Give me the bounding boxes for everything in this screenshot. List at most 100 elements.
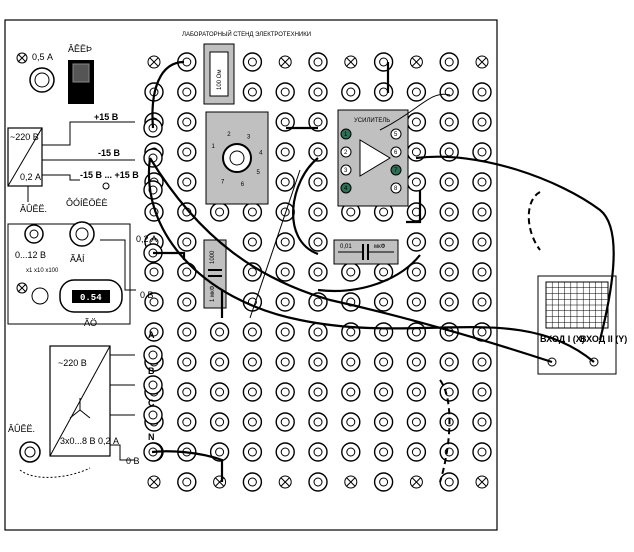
fuse[interactable] bbox=[16, 52, 28, 64]
ammeter-terminal[interactable] bbox=[16, 282, 28, 294]
socket-ground[interactable] bbox=[213, 475, 227, 489]
socket[interactable] bbox=[144, 292, 164, 312]
socket[interactable] bbox=[275, 112, 295, 132]
socket[interactable] bbox=[308, 382, 328, 402]
socket[interactable] bbox=[472, 382, 492, 402]
socket[interactable] bbox=[439, 52, 459, 72]
socket-ground[interactable] bbox=[344, 55, 358, 69]
socket[interactable] bbox=[308, 442, 328, 462]
psu-output-socket[interactable] bbox=[143, 345, 163, 365]
socket[interactable] bbox=[439, 202, 459, 222]
socket[interactable] bbox=[308, 202, 328, 222]
socket[interactable] bbox=[472, 142, 492, 162]
socket[interactable] bbox=[275, 382, 295, 402]
socket[interactable] bbox=[439, 82, 459, 102]
socket[interactable] bbox=[308, 52, 328, 72]
socket-ground[interactable] bbox=[409, 55, 423, 69]
socket[interactable] bbox=[439, 472, 459, 492]
socket[interactable] bbox=[209, 442, 230, 462]
psu-output-socket[interactable] bbox=[143, 180, 163, 200]
socket[interactable] bbox=[242, 202, 263, 222]
socket[interactable] bbox=[308, 472, 328, 492]
opamp-pin[interactable]: 2 bbox=[340, 146, 352, 158]
socket[interactable] bbox=[341, 82, 361, 102]
socket[interactable] bbox=[439, 232, 459, 252]
socket[interactable] bbox=[242, 352, 263, 372]
socket[interactable] bbox=[373, 262, 394, 282]
socket-ground[interactable] bbox=[278, 475, 292, 489]
socket[interactable] bbox=[275, 232, 295, 252]
capacitor-vertical[interactable] bbox=[203, 239, 227, 309]
socket[interactable] bbox=[242, 82, 263, 102]
socket[interactable] bbox=[373, 52, 394, 72]
socket[interactable] bbox=[275, 442, 295, 462]
socket[interactable] bbox=[439, 442, 459, 462]
socket[interactable] bbox=[406, 262, 427, 282]
socket[interactable] bbox=[341, 442, 361, 462]
socket[interactable] bbox=[275, 172, 295, 192]
socket[interactable] bbox=[373, 352, 394, 372]
socket[interactable] bbox=[275, 202, 295, 222]
socket[interactable] bbox=[406, 442, 427, 462]
socket[interactable] bbox=[406, 352, 427, 372]
socket[interactable] bbox=[177, 472, 197, 492]
socket[interactable] bbox=[406, 202, 427, 222]
adj-knob[interactable] bbox=[102, 182, 110, 190]
socket[interactable] bbox=[406, 322, 427, 342]
socket[interactable] bbox=[275, 412, 295, 432]
socket[interactable] bbox=[275, 292, 295, 312]
socket[interactable] bbox=[308, 412, 328, 432]
socket[interactable] bbox=[373, 472, 394, 492]
socket[interactable] bbox=[373, 292, 394, 312]
socket[interactable] bbox=[406, 112, 427, 132]
socket[interactable] bbox=[308, 112, 328, 132]
socket[interactable] bbox=[275, 142, 295, 162]
socket[interactable] bbox=[275, 82, 295, 102]
opamp-pin[interactable]: 3 bbox=[340, 164, 352, 176]
socket[interactable] bbox=[177, 322, 197, 342]
socket[interactable] bbox=[177, 382, 197, 402]
opamp-pin[interactable]: 8 bbox=[390, 182, 402, 194]
socket[interactable] bbox=[439, 172, 459, 192]
socket[interactable] bbox=[275, 262, 295, 282]
socket[interactable] bbox=[242, 382, 263, 402]
adj-voltage-knob[interactable] bbox=[24, 224, 44, 244]
psu-output-socket[interactable] bbox=[143, 405, 163, 425]
socket[interactable] bbox=[439, 262, 459, 282]
socket-ground[interactable] bbox=[147, 475, 161, 489]
socket[interactable] bbox=[242, 322, 263, 342]
mode-knob[interactable] bbox=[31, 287, 49, 305]
socket[interactable] bbox=[341, 412, 361, 432]
socket[interactable] bbox=[373, 412, 394, 432]
socket[interactable] bbox=[341, 292, 361, 312]
socket[interactable] bbox=[472, 82, 492, 102]
socket[interactable] bbox=[177, 292, 197, 312]
socket[interactable] bbox=[373, 442, 394, 462]
socket[interactable] bbox=[144, 322, 164, 342]
socket[interactable] bbox=[406, 292, 427, 312]
function-knob[interactable] bbox=[69, 221, 95, 247]
socket[interactable] bbox=[308, 352, 328, 372]
socket[interactable] bbox=[308, 232, 328, 252]
socket-ground[interactable] bbox=[147, 55, 161, 69]
socket[interactable] bbox=[439, 112, 459, 132]
socket[interactable] bbox=[472, 352, 492, 372]
socket[interactable] bbox=[209, 352, 230, 372]
socket-ground[interactable] bbox=[344, 475, 358, 489]
socket[interactable] bbox=[472, 202, 492, 222]
socket[interactable] bbox=[373, 382, 394, 402]
socket[interactable] bbox=[406, 172, 427, 192]
socket[interactable] bbox=[341, 382, 361, 402]
opamp-pin[interactable]: 6 bbox=[390, 146, 402, 158]
socket[interactable] bbox=[177, 202, 197, 222]
socket[interactable] bbox=[406, 82, 427, 102]
socket[interactable] bbox=[177, 262, 197, 282]
socket-ground[interactable] bbox=[475, 55, 489, 69]
socket[interactable] bbox=[472, 172, 492, 192]
opamp-pin[interactable]: 7 bbox=[390, 164, 402, 176]
socket[interactable] bbox=[177, 82, 197, 102]
socket[interactable] bbox=[308, 82, 328, 102]
socket[interactable] bbox=[472, 112, 492, 132]
socket[interactable] bbox=[209, 322, 230, 342]
socket[interactable] bbox=[341, 352, 361, 372]
